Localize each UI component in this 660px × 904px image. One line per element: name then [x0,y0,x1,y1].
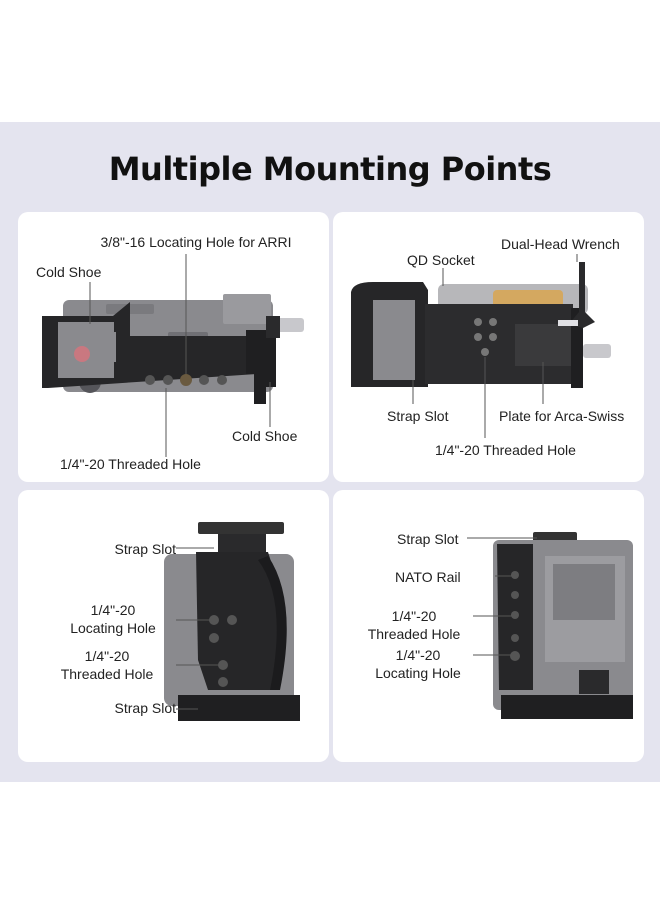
label-threaded-hole: 1/4"-20 Threaded Hole [435,442,576,458]
camera-cage-rear-view-illustration [467,532,633,719]
label-dual-head-wrench: Dual-Head Wrench [501,236,620,252]
camera-cage-bottom-view-illustration [351,254,611,438]
page-title: Multiple Mounting Points [108,150,552,188]
label-threaded-hole: 1/4"-20 Threaded Hole [60,456,201,472]
label-strap-slot-bottom: Strap Slot [114,700,176,716]
camera-cage-top-view-illustration [42,254,304,457]
label-plate-arca-swiss: Plate for Arca-Swiss [499,408,625,424]
label-cold-shoe-left: Cold Shoe [36,264,102,280]
label-locating-hole-line1: 1/4"-20 [395,647,441,663]
label-locating-hole-arri: 3/8"-16 Locating Hole for ARRI [100,234,292,250]
label-locating-hole-line2: Locating Hole [375,665,461,681]
panel-bottom-view-cage: QD Socket Dual-Head Wrench Strap Slot Pl… [333,212,644,482]
label-threaded-hole-line2: Threaded Hole [367,626,461,642]
label-strap-slot: Strap Slot [397,531,459,547]
panel-side-view-cage: Strap Slot 1/4"-20 Locating Hole 1/4"-20… [18,490,329,762]
label-strap-slot-top: Strap Slot [114,541,176,557]
label-qd-socket: QD Socket [407,252,475,268]
label-threaded-hole-line1: 1/4"-20 [391,608,437,624]
label-threaded-hole-line1: 1/4"-20 [84,648,130,664]
label-locating-hole-line1: 1/4"-20 [90,602,136,618]
panel-rear-view-cage: Strap Slot NATO Rail 1/4"-20 Threaded Ho… [333,490,644,762]
panel-top-view-cage: 3/8"-16 Locating Hole for ARRI Cold Shoe… [18,212,329,482]
label-nato-rail: NATO Rail [395,569,461,585]
label-strap-slot: Strap Slot [387,408,449,424]
label-locating-hole-line2: Locating Hole [70,620,156,636]
camera-cage-side-view-illustration [164,522,300,721]
label-cold-shoe-right: Cold Shoe [232,428,298,444]
label-threaded-hole-line2: Threaded Hole [60,666,154,682]
